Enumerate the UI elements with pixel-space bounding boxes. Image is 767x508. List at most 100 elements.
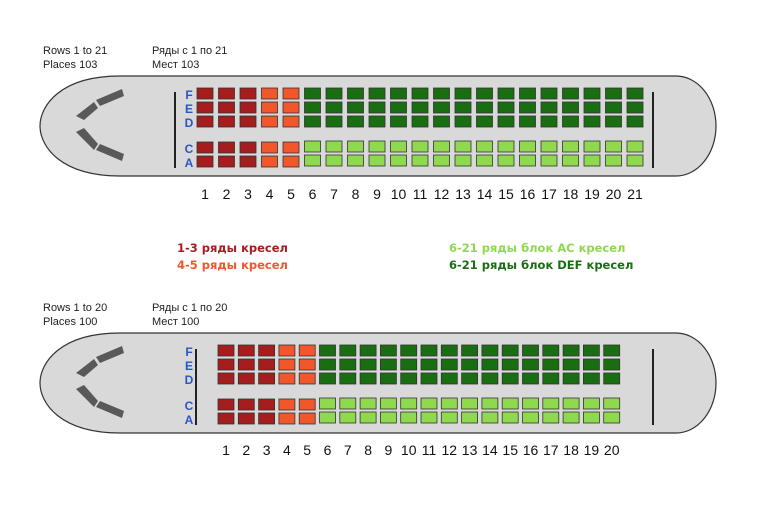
seat xyxy=(411,154,429,167)
legend-orange: 4-5 ряды кресел xyxy=(177,258,288,272)
side-letter: E xyxy=(185,102,193,116)
seat xyxy=(481,397,499,410)
plan2-rows-ru: Ряды с 1 по 20 xyxy=(152,302,228,314)
row-number-label: 3 xyxy=(263,442,271,458)
seat xyxy=(481,358,499,371)
row-number-label: 21 xyxy=(627,186,643,202)
seat xyxy=(218,87,235,100)
plan1-rows-en: Rows 1 to 21 xyxy=(43,45,108,57)
row-number-label: 7 xyxy=(330,186,338,202)
seat xyxy=(454,140,472,153)
seat xyxy=(497,101,515,114)
seat xyxy=(501,397,519,410)
seat xyxy=(325,101,343,114)
seat xyxy=(239,101,257,114)
row-number-label: 12 xyxy=(434,186,450,202)
seat xyxy=(278,412,296,425)
seat xyxy=(542,344,560,357)
seat xyxy=(298,372,316,385)
seat xyxy=(304,115,321,128)
row-number-label: 5 xyxy=(303,442,311,458)
seat xyxy=(542,397,560,410)
seat xyxy=(368,140,386,153)
row-number-label: 8 xyxy=(352,186,360,202)
row-number-label: 4 xyxy=(266,186,274,202)
seat xyxy=(400,411,418,424)
seat xyxy=(481,344,499,357)
row-number-label: 11 xyxy=(413,186,428,202)
seat xyxy=(237,344,255,357)
row-number-label: 10 xyxy=(391,186,407,202)
seat xyxy=(562,87,579,100)
seat xyxy=(325,87,343,100)
plan1-rows-ru: Ряды с 1 по 21 xyxy=(152,45,228,57)
seat xyxy=(562,397,580,410)
seat xyxy=(390,115,407,128)
seat xyxy=(562,154,579,167)
seat xyxy=(261,141,278,154)
seat xyxy=(239,87,257,100)
plan2-rows-en: Rows 1 to 20 xyxy=(43,302,108,314)
seat xyxy=(583,344,600,357)
seat xyxy=(540,140,558,153)
seat xyxy=(476,115,493,128)
row-number-label: 8 xyxy=(364,442,372,458)
seat xyxy=(522,411,539,424)
seat xyxy=(261,87,278,100)
seat xyxy=(440,411,458,424)
row-number-label: 5 xyxy=(287,186,295,202)
seat xyxy=(237,372,255,385)
seat xyxy=(304,140,321,153)
row-number-label: 13 xyxy=(462,442,478,458)
seat xyxy=(540,101,558,114)
seat xyxy=(626,115,644,128)
seat xyxy=(583,154,601,167)
seat xyxy=(481,411,499,424)
seat xyxy=(278,358,296,371)
seat xyxy=(237,398,255,411)
row-number-label: 15 xyxy=(498,186,514,202)
seat xyxy=(497,154,515,167)
seat xyxy=(562,344,580,357)
seat xyxy=(217,412,235,425)
seat xyxy=(282,115,300,128)
seat xyxy=(379,411,397,424)
seat xyxy=(379,344,397,357)
row-number-label: 14 xyxy=(477,186,493,202)
seat xyxy=(562,140,579,153)
seat xyxy=(278,398,296,411)
seat xyxy=(454,115,472,128)
seat xyxy=(339,344,357,357)
seat xyxy=(519,140,536,153)
seat xyxy=(562,372,580,385)
seat xyxy=(379,397,397,410)
cockpit-window-icon xyxy=(96,89,124,106)
seat xyxy=(359,397,377,410)
seat xyxy=(359,372,377,385)
seat xyxy=(476,154,493,167)
seat xyxy=(583,87,601,100)
seat xyxy=(282,155,300,168)
plan2-places-en: Places 100 xyxy=(43,316,98,328)
seat xyxy=(562,358,580,371)
seat xyxy=(325,154,343,167)
seat xyxy=(196,115,214,128)
seat xyxy=(433,87,450,100)
seat xyxy=(400,358,418,371)
seat xyxy=(583,115,601,128)
seat xyxy=(540,115,558,128)
side-letter: A xyxy=(185,156,194,170)
row-number-label: 14 xyxy=(482,442,498,458)
seat xyxy=(497,87,515,100)
seat xyxy=(542,411,560,424)
seat xyxy=(603,344,621,357)
seat xyxy=(519,101,536,114)
plan1-places-ru: Мест 103 xyxy=(152,59,200,71)
seat xyxy=(522,344,539,357)
seat xyxy=(347,154,364,167)
seat xyxy=(605,154,622,167)
seat xyxy=(454,154,472,167)
cockpit-window-icon xyxy=(76,102,98,120)
seat xyxy=(522,397,539,410)
seat xyxy=(319,372,336,385)
